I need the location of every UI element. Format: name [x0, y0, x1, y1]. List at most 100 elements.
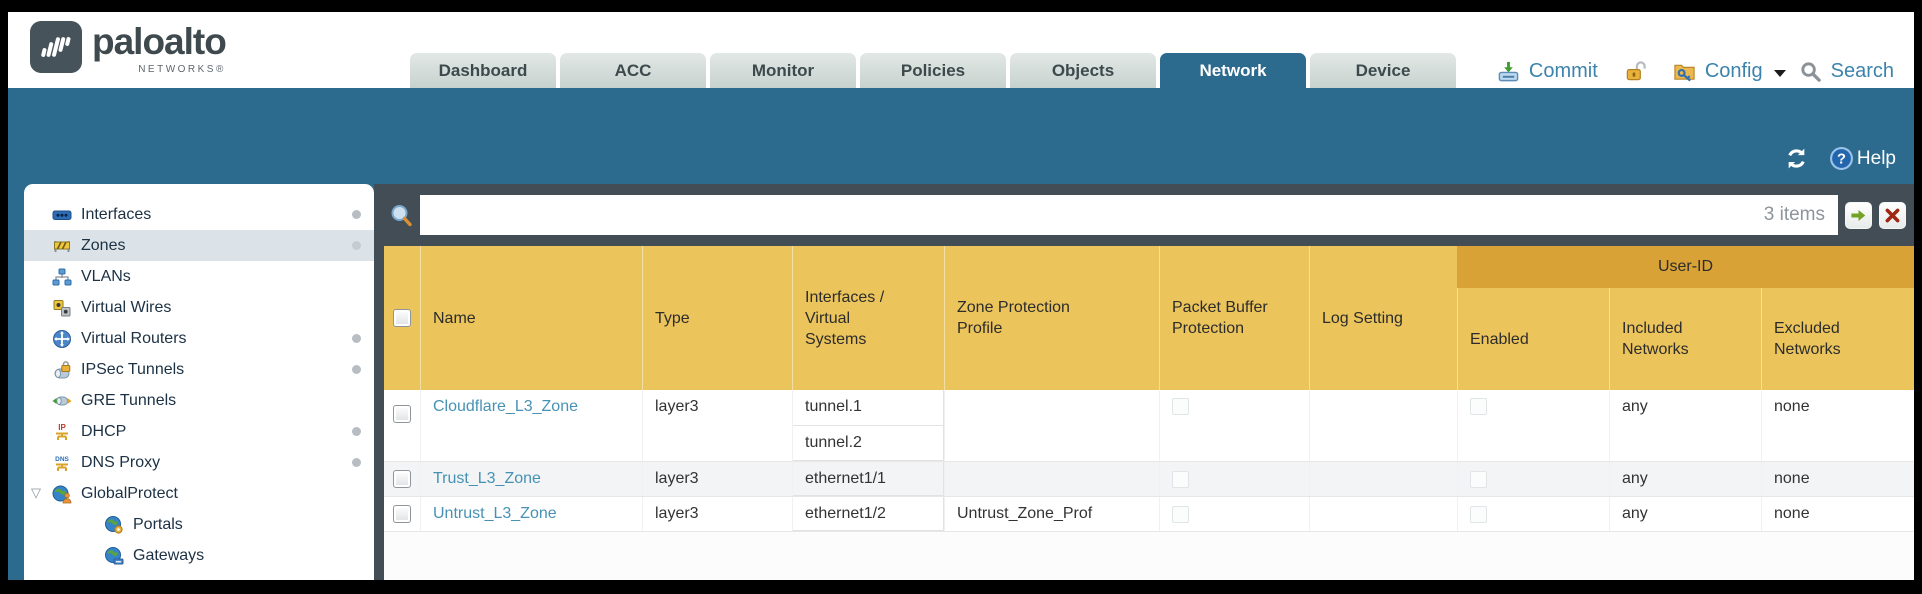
user-id-enabled-cell	[1457, 390, 1609, 461]
commit-button[interactable]: Commit	[1528, 60, 1598, 82]
virtual-wires-icon	[52, 298, 72, 318]
row-checkbox[interactable]	[393, 405, 411, 423]
sidebar-item-label: VLANs	[81, 267, 131, 285]
zone-name-link[interactable]: Trust_L3_Zone	[433, 470, 541, 487]
search-icon	[1799, 60, 1822, 83]
column-header-type[interactable]: Type	[642, 246, 792, 390]
user-id-enabled-checkbox	[1470, 470, 1487, 488]
content-area: Interfaces Zones VLANs Vir	[8, 184, 1914, 580]
included-networks-cell: any	[1609, 497, 1761, 531]
sidebar-item-dhcp[interactable]: IP DHCP	[24, 416, 374, 447]
zone-name-link[interactable]: Untrust_L3_Zone	[433, 505, 557, 522]
zone-interfaces-cell: ethernet1/2	[792, 497, 944, 531]
sidebar-item-label: Gateways	[133, 546, 205, 564]
zone-name-cell: Trust_L3_Zone	[420, 462, 642, 496]
help-icon: ?	[1829, 146, 1854, 171]
help-button[interactable]: ? Help	[1829, 146, 1896, 171]
sidebar-item-label: Virtual Wires	[81, 298, 172, 316]
zone-interfaces-cell: tunnel.1 tunnel.2	[792, 390, 944, 461]
collapse-triangle-icon[interactable]: ▽	[31, 485, 41, 500]
refresh-icon[interactable]	[1784, 146, 1809, 171]
interface-entry: ethernet1/2	[793, 497, 944, 531]
sidebar-item-dns-proxy[interactable]: DNS DNS Proxy	[24, 447, 374, 478]
tab-dashboard[interactable]: Dashboard	[410, 53, 556, 88]
zone-name-cell: Untrust_L3_Zone	[420, 497, 642, 531]
user-id-enabled-cell	[1457, 497, 1609, 531]
top-bar: paloalto NETWORKS® Dashboard ACC Monitor…	[8, 12, 1914, 88]
sidebar-item-label: IPSec Tunnels	[81, 360, 185, 378]
sidebar-item-label: Interfaces	[81, 205, 152, 223]
app-window: paloalto NETWORKS® Dashboard ACC Monitor…	[8, 12, 1914, 580]
column-header-log-setting[interactable]: Log Setting	[1309, 246, 1457, 390]
packet-buffer-checkbox	[1172, 398, 1189, 415]
sidebar-item-virtual-routers[interactable]: Virtual Routers	[24, 323, 374, 354]
help-label: Help	[1856, 147, 1896, 169]
tab-objects[interactable]: Objects	[1010, 53, 1156, 88]
apply-filter-button[interactable]	[1845, 201, 1872, 229]
sidebar-item-vlans[interactable]: VLANs	[24, 261, 374, 292]
brand-sub: NETWORKS®	[138, 64, 226, 75]
row-checkbox-cell	[384, 390, 420, 461]
sidebar-item-globalprotect[interactable]: ▽ GlobalProtect	[24, 478, 374, 509]
chevron-down-icon[interactable]	[1773, 69, 1786, 77]
included-networks-cell: any	[1609, 390, 1761, 461]
config-menu[interactable]: Config	[1704, 60, 1763, 82]
sidebar-item-label: GlobalProtect	[81, 484, 178, 502]
packet-buffer-checkbox	[1172, 470, 1189, 488]
table-row: Cloudflare_L3_Zone layer3 tunnel.1 tunne…	[384, 390, 1914, 462]
status-dot	[352, 458, 361, 467]
clear-filter-button[interactable]	[1879, 201, 1906, 229]
tab-acc[interactable]: ACC	[560, 53, 706, 88]
select-all-checkbox-cell	[384, 246, 420, 390]
tab-device[interactable]: Device	[1310, 53, 1456, 88]
tab-monitor[interactable]: Monitor	[710, 53, 856, 88]
zone-type-cell: layer3	[642, 390, 792, 461]
column-header-enabled[interactable]: Enabled	[1457, 288, 1609, 390]
interface-entry: tunnel.1	[793, 390, 944, 426]
column-header-excluded-networks[interactable]: Excluded Networks	[1761, 288, 1914, 390]
tab-network[interactable]: Network	[1160, 53, 1306, 88]
zones-panel: 3 items Name Type Interfaces / Virtual S…	[374, 184, 1914, 580]
dns-proxy-icon: DNS	[52, 453, 72, 473]
brand-name: paloalto	[92, 21, 227, 62]
zone-name-link[interactable]: Cloudflare_L3_Zone	[433, 398, 578, 415]
dhcp-icon: IP	[52, 422, 72, 442]
column-header-included-networks[interactable]: Included Networks	[1609, 288, 1761, 390]
status-dot	[352, 241, 361, 250]
zones-icon	[52, 236, 72, 256]
table-row: Untrust_L3_Zone layer3 ethernet1/2 Untru…	[384, 497, 1914, 532]
sidebar-item-virtual-wires[interactable]: Virtual Wires	[24, 292, 374, 323]
column-header-name[interactable]: Name	[420, 246, 642, 390]
user-id-enabled-checkbox	[1470, 505, 1487, 523]
svg-text:IP: IP	[58, 423, 66, 432]
row-checkbox[interactable]	[393, 470, 411, 488]
commit-icon	[1497, 60, 1520, 83]
interface-entry: ethernet1/1	[793, 462, 944, 496]
sidebar-item-gre-tunnels[interactable]: GRE Tunnels	[24, 385, 374, 416]
sidebar-item-portals[interactable]: Portals	[24, 509, 374, 540]
column-header-interfaces[interactable]: Interfaces / Virtual Systems	[792, 246, 944, 390]
lock-icon[interactable]	[1624, 60, 1647, 83]
sidebar-item-label: Portals	[133, 515, 183, 533]
row-checkbox[interactable]	[393, 505, 411, 523]
interfaces-icon	[52, 205, 72, 225]
tab-policies[interactable]: Policies	[860, 53, 1006, 88]
column-header-packet-buffer-protection[interactable]: Packet Buffer Protection	[1159, 246, 1309, 390]
column-header-zone-protection-profile[interactable]: Zone Protection Profile	[944, 246, 1159, 390]
sidebar-item-zones[interactable]: Zones	[24, 230, 374, 261]
packet-buffer-protection-cell	[1159, 390, 1309, 461]
select-all-checkbox[interactable]	[393, 309, 411, 327]
main-tabs: Dashboard ACC Monitor Policies Objects N…	[410, 53, 1456, 88]
header-utilities: Commit Config	[1497, 60, 1894, 83]
zone-type-cell: layer3	[642, 497, 792, 531]
zone-name-cell: Cloudflare_L3_Zone	[420, 390, 642, 461]
filter-input[interactable]	[420, 195, 1838, 235]
portals-icon	[104, 515, 124, 535]
search-button[interactable]: Search	[1830, 60, 1894, 82]
paloalto-logo: paloalto NETWORKS®	[30, 21, 227, 75]
sidebar-item-interfaces[interactable]: Interfaces	[24, 199, 374, 230]
sidebar-item-ipsec-tunnels[interactable]: IPSec Tunnels	[24, 354, 374, 385]
zone-interfaces-cell: ethernet1/1	[792, 462, 944, 496]
sidebar-item-gateways[interactable]: Gateways	[24, 540, 374, 571]
filter-bar: 3 items	[384, 184, 1914, 246]
